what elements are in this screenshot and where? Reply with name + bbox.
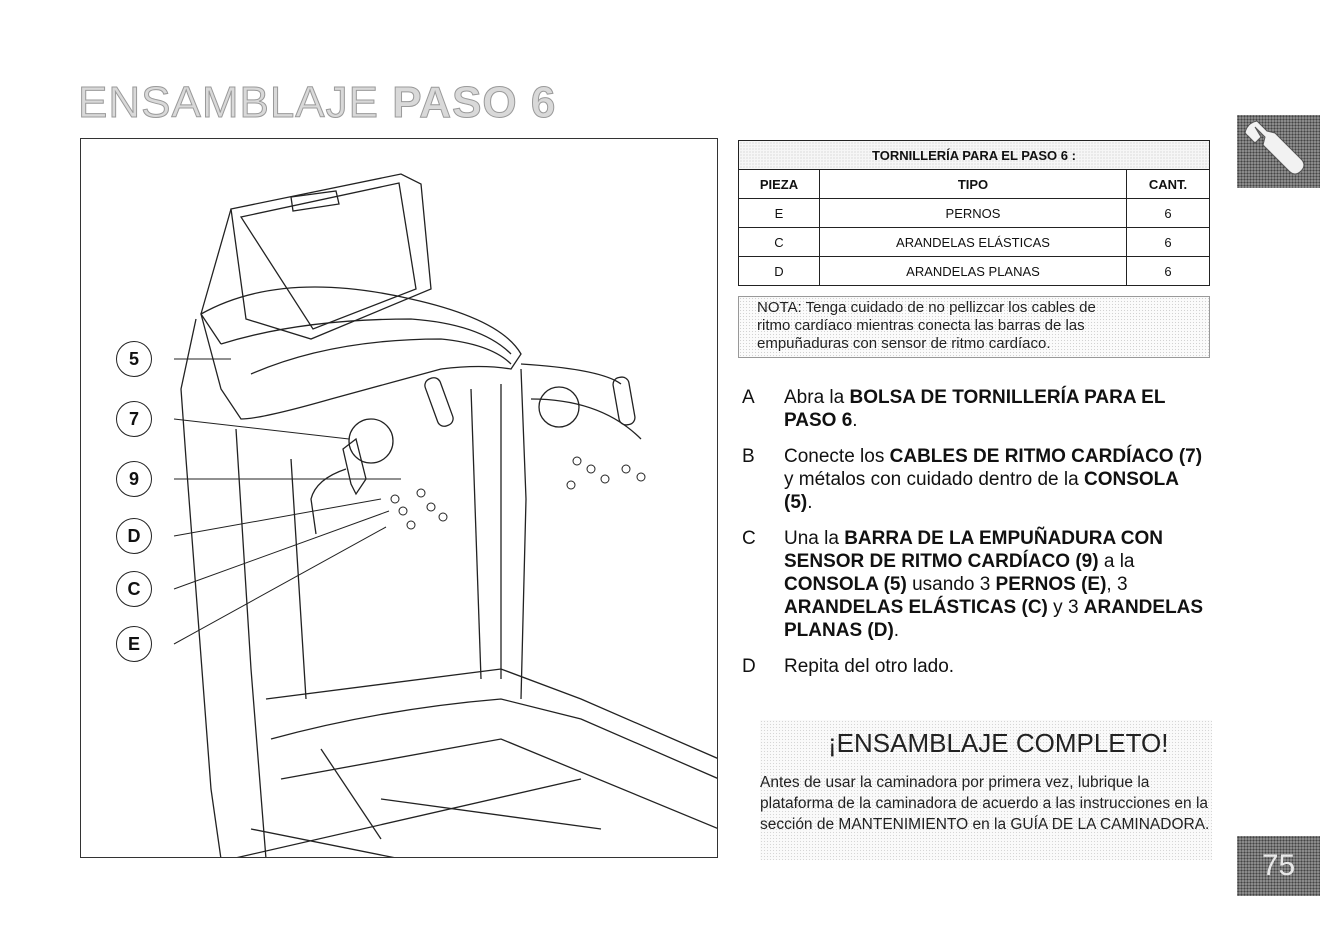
cell-tipo: ARANDELAS ELÁSTICAS <box>819 227 1127 257</box>
step-letter: D <box>742 656 756 677</box>
complete-heading: ¡ENSAMBLAJE COMPLETO! <box>828 728 1169 758</box>
table-row: D ARANDELAS PLANAS 6 <box>738 256 1210 286</box>
header-tipo: TIPO <box>819 169 1127 199</box>
page-title-bold: PASO 6 <box>392 78 557 128</box>
step-part: , 3 <box>1106 574 1128 595</box>
step-part: a la <box>1098 551 1135 572</box>
callout-d: D <box>116 518 152 554</box>
cell-tipo: ARANDELAS PLANAS <box>819 256 1127 286</box>
hardware-table-caption: TORNILLERÍA PARA EL PASO 6 : <box>738 140 1210 170</box>
step-text: Conecte los CABLES DE RITMO CARDÍACO (7)… <box>784 446 1202 513</box>
header-cant: CANT. <box>1126 169 1210 199</box>
instruction-steps: A Abra la BOLSA DE TORNILLERÍA PARA EL PA… <box>738 386 1208 691</box>
step-item: A Abra la BOLSA DE TORNILLERÍA PARA EL PA… <box>738 386 1208 432</box>
callout-c: C <box>116 571 152 607</box>
cell-pieza: C <box>738 227 820 257</box>
header-pieza: PIEZA <box>738 169 820 199</box>
step-part: y métalos con cuidado dentro de la <box>784 469 1084 490</box>
step-letter: C <box>742 528 756 549</box>
step-text: Una la BARRA DE LA EMPUÑADURA CON SENSOR… <box>784 528 1203 641</box>
step-item: D Repita del otro lado. <box>738 655 1208 678</box>
step-item: C Una la BARRA DE LA EMPUÑADURA CON SENSO… <box>738 527 1208 642</box>
step-part: . <box>807 492 813 513</box>
step-part: Conecte los <box>784 446 890 467</box>
hardware-table: TORNILLERÍA PARA EL PASO 6 : PIEZA TIPO … <box>738 140 1210 286</box>
step-part: . <box>893 620 900 641</box>
page-title: ENSAMBLAJE PASO 6 <box>77 78 557 128</box>
note-line-1: NOTA: Tenga cuidado de no pellizcar los … <box>757 299 1096 316</box>
cell-pieza: D <box>738 256 820 286</box>
page-number: 75 <box>1237 836 1320 896</box>
step-part: Abra la <box>784 387 850 408</box>
cell-cant: 6 <box>1126 198 1210 228</box>
table-row: E PERNOS 6 <box>738 198 1210 228</box>
step-part-bold: PERNOS (E) <box>995 574 1107 595</box>
callout-e: E <box>116 626 152 662</box>
cell-cant: 6 <box>1126 227 1210 257</box>
step-part-bold: CONSOLA (5) <box>784 574 907 595</box>
note-box: NOTA: Tenga cuidado de no pellizcar los … <box>738 296 1210 358</box>
step-part-bold: BARRA DE LA EMPUÑADURA CON SENSOR DE RIT… <box>784 528 1163 572</box>
callout-9: 9 <box>116 461 152 497</box>
callout-7: 7 <box>116 401 152 437</box>
page-title-light: ENSAMBLAJE <box>77 78 393 128</box>
step-part: y 3 <box>1047 597 1084 618</box>
step-letter: A <box>742 387 755 408</box>
step-text: Repita del otro lado. <box>784 656 954 677</box>
cell-cant: 6 <box>1126 256 1210 286</box>
step-part-bold: ARANDELAS ELÁSTICAS (C) <box>784 597 1048 618</box>
step-part-bold: CABLES DE RITMO CARDÍACO (7) <box>889 446 1203 467</box>
assembly-illustration: 5 7 9 D C E <box>80 138 718 858</box>
step-item: B Conecte los CABLES DE RITMO CARDÍACO (7… <box>738 445 1208 514</box>
section-tab <box>1237 115 1320 188</box>
complete-body: Antes de usar la caminadora por primera … <box>760 774 1210 833</box>
step-part: usando 3 <box>906 574 996 595</box>
table-row: C ARANDELAS ELÁSTICAS 6 <box>738 227 1210 257</box>
step-part: . <box>852 410 858 431</box>
step-part-bold: ARANDELAS PLANAS (D) <box>784 597 1204 641</box>
note-line-2: ritmo cardíaco mientras conecta las barr… <box>757 317 1085 334</box>
callout-5: 5 <box>116 341 152 377</box>
step-text: Abra la BOLSA DE TORNILLERÍA PARA EL PAS… <box>784 387 1165 431</box>
step-part-bold: CONSOLA (5) <box>784 469 1179 513</box>
cell-tipo: PERNOS <box>819 198 1127 228</box>
treadmill-drawing <box>173 173 717 857</box>
step-part: Una la <box>784 528 845 549</box>
note-line-3: empuñaduras con sensor de ritmo cardíaco… <box>757 335 1051 352</box>
step-part: Repita del otro lado. <box>784 656 955 677</box>
assembly-complete-box: ¡ENSAMBLAJE COMPLETO! Antes de usar la c… <box>760 720 1212 860</box>
wrench-icon <box>1244 120 1305 175</box>
cell-pieza: E <box>738 198 820 228</box>
step-letter: B <box>742 446 755 467</box>
step-part-bold: BOLSA DE TORNILLERÍA PARA EL PASO 6 <box>784 387 1166 431</box>
